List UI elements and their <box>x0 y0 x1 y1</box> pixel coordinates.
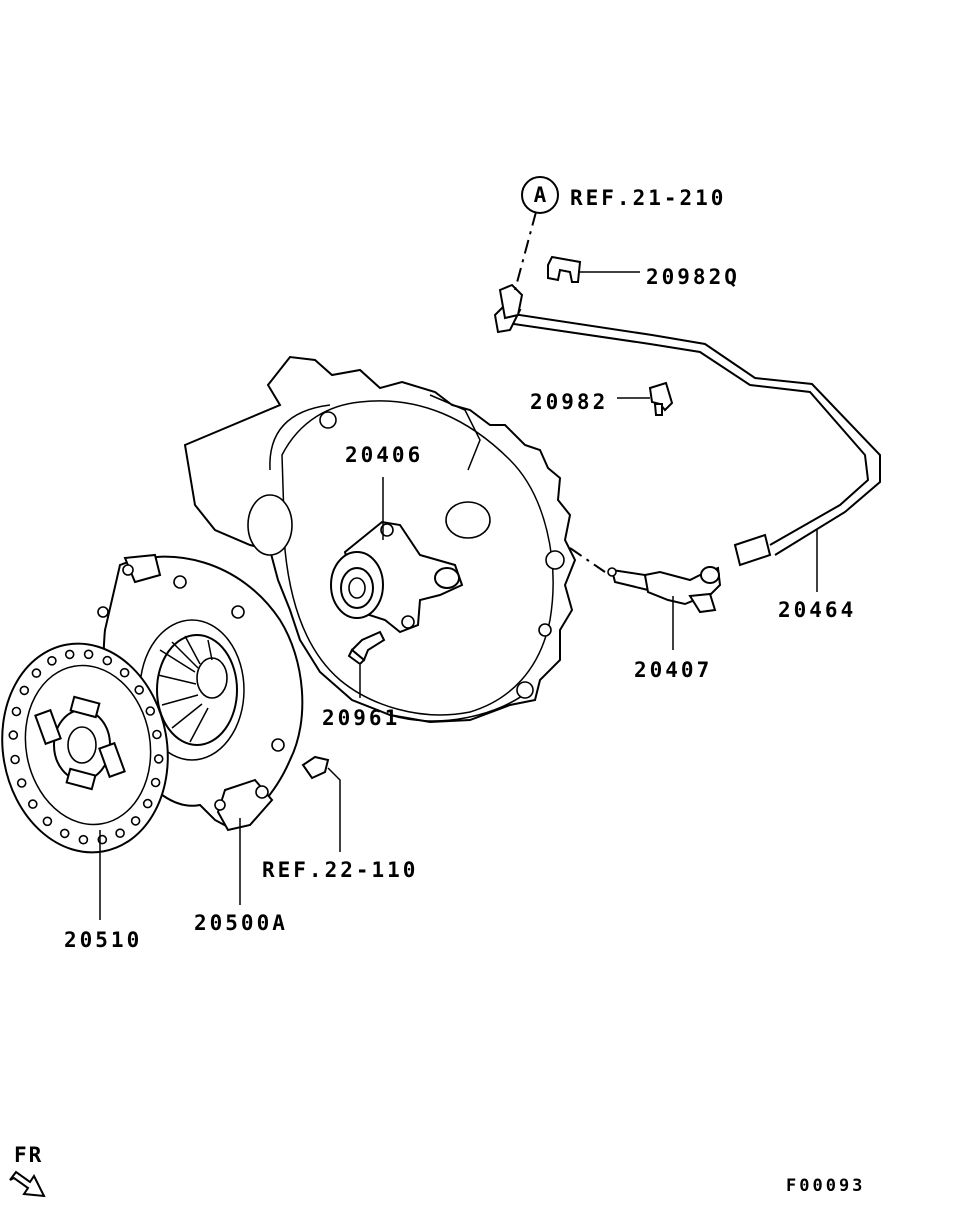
front-marker: FR <box>9 1143 46 1198</box>
label-20407[interactable]: 20407 <box>634 658 712 682</box>
rivet-hole <box>119 667 130 678</box>
figure-code: F00093 <box>786 1176 865 1196</box>
label-ref-22-110[interactable]: REF.22-110 <box>262 858 418 882</box>
rivet-hole <box>152 729 162 740</box>
rivet-hole <box>10 754 20 765</box>
rivet-hole <box>102 655 113 666</box>
dowel-pin <box>301 755 330 780</box>
rivet-hole <box>19 685 30 696</box>
label-20500a[interactable]: 20500A <box>194 911 288 935</box>
clip-20982 <box>648 381 674 416</box>
clutch-pipe-20464 <box>493 283 881 567</box>
rivet-hole <box>153 754 164 764</box>
label-20982[interactable]: 20982 <box>530 390 608 414</box>
rivet-hole <box>59 828 70 839</box>
callout-a-letter: A <box>534 183 547 207</box>
front-arrow-icon <box>9 1170 46 1198</box>
rivet-hole <box>42 816 53 827</box>
label-ref-21-210[interactable]: REF.21-210 <box>570 186 726 210</box>
rivet-hole <box>47 655 57 666</box>
rivet-hole <box>8 730 19 740</box>
leader-lines <box>99 211 818 920</box>
label-20510[interactable]: 20510 <box>64 928 142 952</box>
rivet-hole <box>16 778 27 788</box>
rivet-hole <box>130 816 141 826</box>
label-20406[interactable]: 20406 <box>345 443 423 467</box>
rivet-hole <box>31 668 42 678</box>
rivet-hole <box>142 798 153 809</box>
rivet-hole <box>145 706 156 716</box>
label-20464[interactable]: 20464 <box>778 598 856 622</box>
release-bearing-20406 <box>330 520 464 634</box>
callout-a: A <box>521 176 559 214</box>
rivet-hole <box>11 706 22 717</box>
rivet-hole <box>64 649 75 660</box>
rivet-hole <box>115 828 125 839</box>
rivet-hole <box>27 799 38 809</box>
rivet-hole <box>134 685 144 695</box>
rivet-hole <box>150 777 161 788</box>
label-20982q[interactable]: 20982Q <box>646 265 740 289</box>
slave-cylinder-20407 <box>607 566 722 614</box>
bolt-20961 <box>347 630 386 666</box>
clutch-disc-rivets <box>8 649 164 845</box>
clutch-disc-20510 <box>1 642 169 854</box>
clip-20982Q <box>547 255 582 283</box>
rivet-hole <box>78 834 89 845</box>
label-20961[interactable]: 20961 <box>322 706 400 730</box>
front-marker-text: FR <box>14 1143 43 1167</box>
rivet-hole <box>83 649 94 660</box>
